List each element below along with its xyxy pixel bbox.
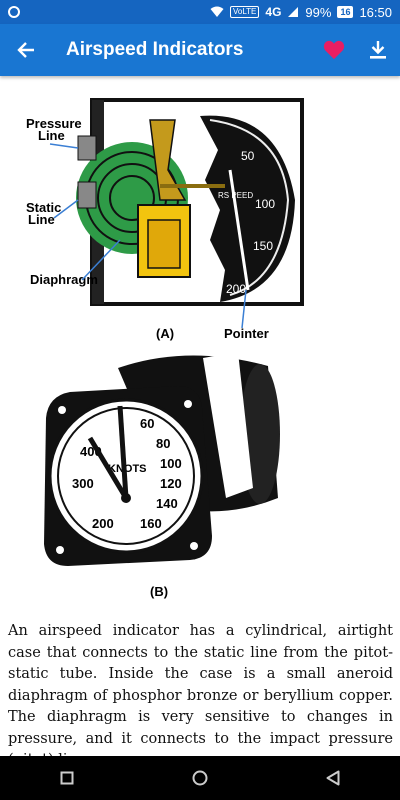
- status-bar: VoLTE 4G 99% 16 16:50: [0, 0, 400, 24]
- figure-b-caption: (B): [150, 584, 168, 599]
- heart-icon: [323, 40, 345, 60]
- dial-number-120: 120: [160, 476, 182, 491]
- favorite-button[interactable]: [312, 24, 356, 76]
- airspeed-indicator-diagram-a: 50 100 150 200 RS PEED Pressure Line Sta…: [26, 98, 304, 341]
- volte-badge: VoLTE: [229, 6, 260, 18]
- page-title: Airspeed Indicators: [66, 39, 244, 60]
- battery-percent: 99%: [305, 4, 332, 20]
- article-paragraph: An airspeed indicator has a cylindrical,…: [8, 623, 393, 756]
- dial-brand: RS PEED: [218, 191, 253, 200]
- app-bar: Airspeed Indicators: [0, 24, 400, 76]
- download-button[interactable]: [356, 24, 400, 76]
- signal-icon: [288, 7, 299, 17]
- notification-circle-icon: [8, 6, 20, 18]
- airspeed-indicator-diagram-b: 400 300 200 160 140 120 100 80 60 KNOTS …: [44, 352, 280, 599]
- download-icon: [370, 41, 386, 59]
- label-static-line-1: Static: [26, 200, 61, 215]
- dial-mark-100: 100: [255, 197, 275, 211]
- figure-a-caption: (A): [156, 326, 174, 341]
- article-content[interactable]: 50 100 150 200 RS PEED Pressure Line Sta…: [0, 76, 400, 756]
- triangle-back-icon: [326, 770, 340, 786]
- battery-icon: 16: [337, 6, 354, 18]
- dial-number-80: 80: [156, 436, 170, 451]
- arrow-back-icon: [17, 42, 34, 58]
- wifi-icon: [210, 6, 224, 17]
- back-button[interactable]: [0, 24, 52, 76]
- dial-mark-50: 50: [241, 149, 255, 163]
- label-pressure-line-2: Line: [38, 128, 65, 143]
- dial-number-200: 200: [92, 516, 114, 531]
- dial-mark-200: 200: [226, 282, 246, 296]
- system-nav-bar: [0, 756, 400, 800]
- network-type: 4G: [265, 5, 282, 19]
- label-diaphragm: Diaphragm: [30, 272, 98, 287]
- label-static-line-2: Line: [28, 212, 55, 227]
- home-button[interactable]: [178, 756, 222, 800]
- label-pressure-line-1: Pressure: [26, 116, 82, 131]
- square-icon: [60, 771, 74, 785]
- label-pointer: Pointer: [224, 326, 269, 341]
- dial-number-100: 100: [160, 456, 182, 471]
- dial-number-140: 140: [156, 496, 178, 511]
- dial-mark-150: 150: [253, 239, 273, 253]
- dial-knots-label: KNOTS: [108, 463, 147, 475]
- dial-number-60: 60: [140, 416, 154, 431]
- clock: 16:50: [359, 4, 392, 20]
- circle-icon: [192, 770, 208, 786]
- dial-number-300: 300: [72, 476, 94, 491]
- dial-number-160: 160: [140, 516, 162, 531]
- recents-button[interactable]: [45, 756, 89, 800]
- back-nav-button[interactable]: [311, 756, 355, 800]
